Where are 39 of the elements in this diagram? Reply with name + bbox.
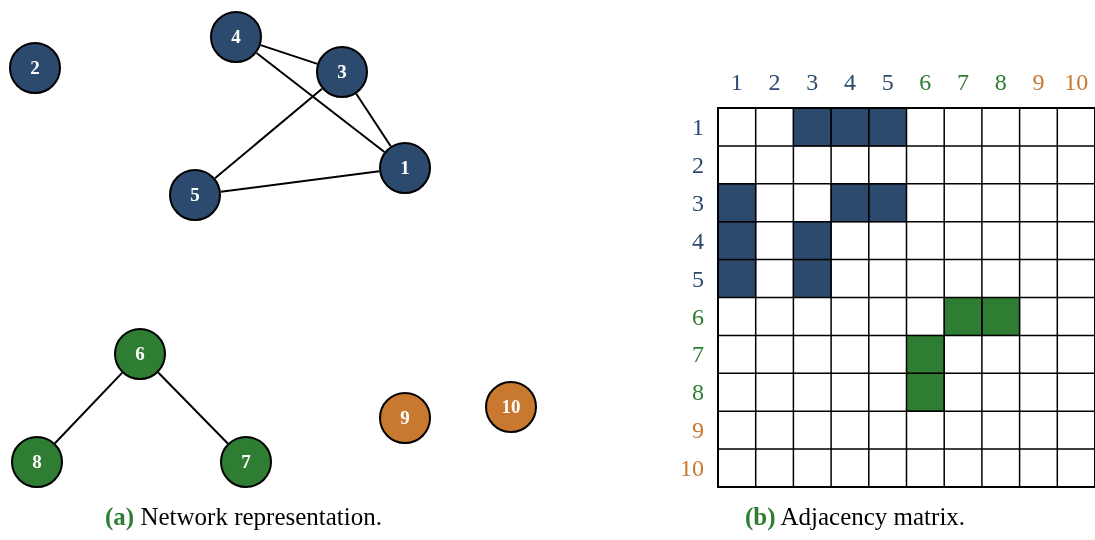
row-header: 5 — [691, 264, 704, 293]
column-header: 7 — [956, 68, 971, 96]
connector-line — [213, 87, 324, 180]
node-circle: 10 — [485, 381, 537, 433]
row-header: 1 — [691, 113, 704, 141]
node-circle: 2 — [9, 42, 61, 94]
node-circle: 8 — [11, 436, 63, 488]
column-header: 4 — [842, 68, 857, 96]
row-header: 9 — [691, 416, 704, 445]
caption: (a) Network representation. — [105, 503, 382, 531]
node-circle: 1 — [379, 142, 431, 194]
column-header: 6 — [918, 68, 933, 96]
caption: (b) Adjacency matrix. — [745, 503, 966, 531]
connector-line — [355, 92, 392, 148]
row-header: 8 — [691, 378, 704, 407]
connector-line — [157, 371, 229, 445]
column-header: 1 — [729, 68, 744, 96]
row-header: 3 — [691, 188, 704, 217]
node-circle: 3 — [316, 46, 368, 98]
column-header: 2 — [767, 68, 782, 96]
row-header: 2 — [691, 150, 704, 179]
row-header: 7 — [691, 340, 704, 369]
column-header: 9 — [1031, 68, 1046, 96]
connector-line — [259, 44, 319, 65]
column-header: 3 — [805, 68, 820, 96]
node-circle: 6 — [114, 328, 166, 380]
node-circle: 4 — [210, 11, 262, 63]
row-header: 6 — [691, 302, 704, 331]
node-circle: 7 — [220, 436, 272, 488]
node-circle: 5 — [169, 169, 221, 221]
connector-line — [255, 51, 386, 154]
column-header: 10 — [1063, 68, 1090, 96]
column-header: 8 — [993, 68, 1008, 96]
connector-line — [53, 371, 124, 445]
node-circle: 9 — [379, 392, 431, 444]
row-header: 10 — [679, 454, 704, 483]
column-header: 5 — [880, 68, 895, 96]
row-header: 4 — [691, 226, 704, 255]
connector-line — [219, 170, 381, 193]
